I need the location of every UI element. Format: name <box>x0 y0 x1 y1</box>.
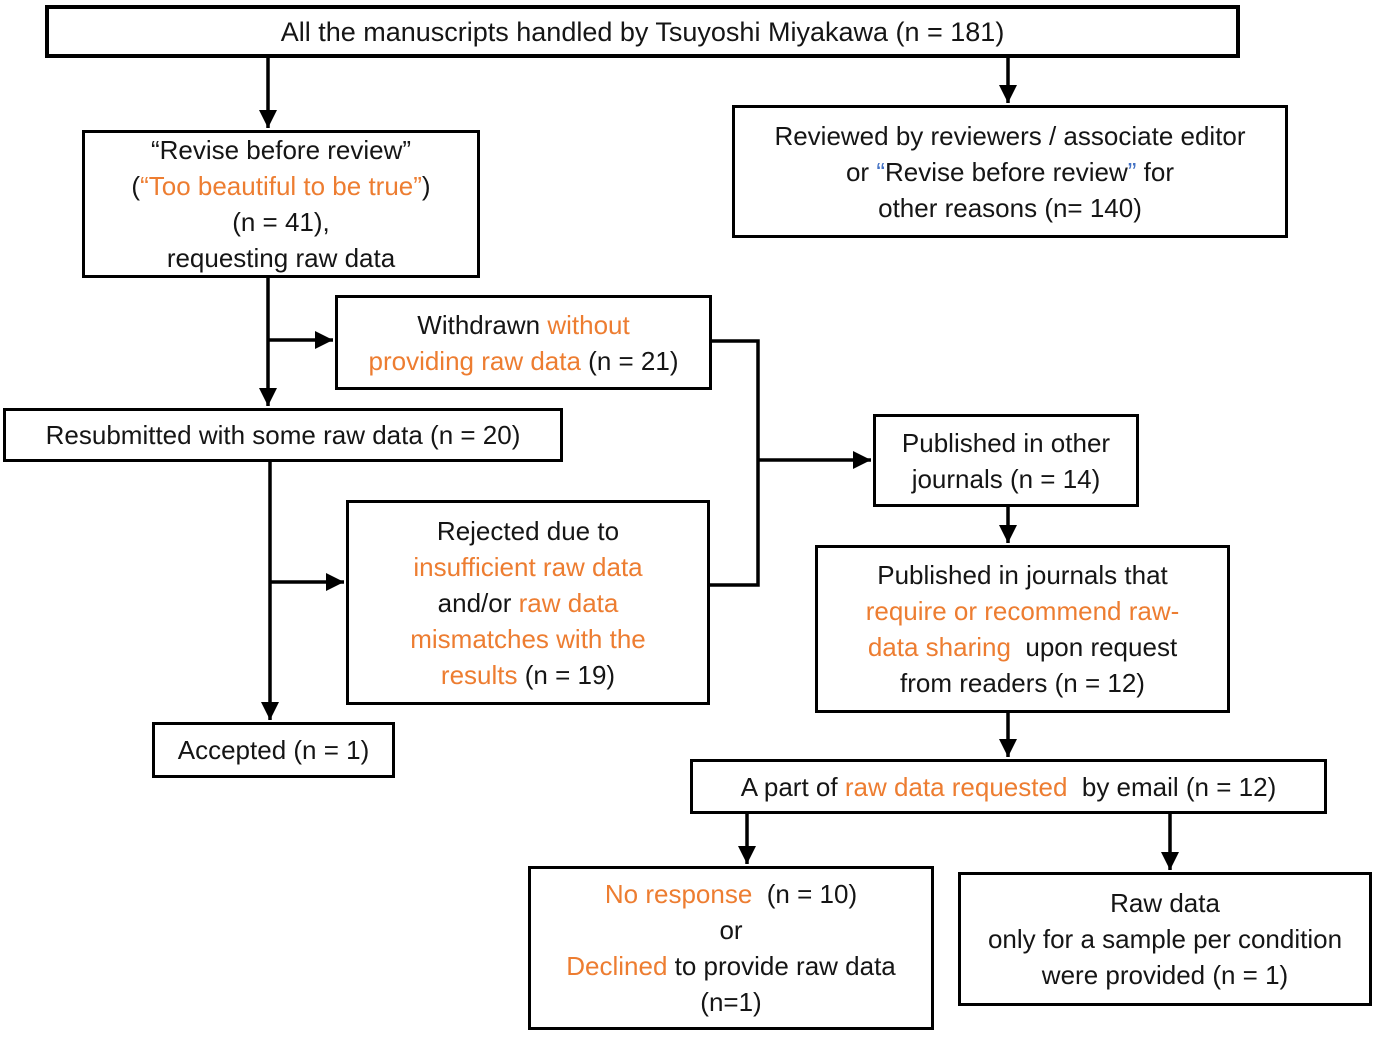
text-segment: data sharing <box>867 632 1019 662</box>
text-segment: require or recommend raw- <box>865 596 1180 626</box>
box-line: only for a sample per condition <box>988 921 1342 957</box>
text-segment: ” <box>1127 156 1137 187</box>
box-line: and/or raw data <box>438 585 619 621</box>
text-segment: Revise before review <box>884 156 1128 187</box>
box-line: or <box>719 912 742 948</box>
text-segment: (n = 10) <box>759 879 858 909</box>
text-segment: Accepted (n = 1) <box>177 735 370 765</box>
box-line: Resubmitted with some raw data (n = 20) <box>46 417 521 453</box>
box-line: or “Revise before review” for <box>846 154 1174 190</box>
text-segment: Withdrawn <box>417 309 548 340</box>
box-line: results (n = 19) <box>441 657 615 693</box>
text-segment: Rejected due to <box>436 515 620 546</box>
text-segment: No response <box>604 879 760 909</box>
text-segment: (n = 19) <box>524 659 616 690</box>
box-line: (n = 41), <box>232 204 330 240</box>
box-line: Declined to provide raw data <box>566 948 896 984</box>
text-segment: to provide raw data <box>667 951 896 981</box>
text-segment: ) <box>421 171 431 201</box>
box-line: Raw data <box>1110 885 1220 921</box>
text-segment: A part of <box>740 771 845 802</box>
edge-bus-withdrawn-rejected <box>710 339 760 587</box>
text-segment: Reviewed by reviewers / associate editor <box>774 120 1246 151</box>
node-revise-before-review: “Revise before review”(“Too beautiful to… <box>82 130 480 278</box>
text-segment: without <box>547 309 630 340</box>
text-segment: from readers (n = 12) <box>900 668 1145 698</box>
box-line: A part of raw data requested by email (n… <box>741 769 1276 805</box>
text-segment: Published in other <box>901 427 1111 458</box>
node-accepted: Accepted (n = 1) <box>152 722 395 778</box>
text-segment: or <box>845 156 877 187</box>
node-all-manuscripts: All the manuscripts handled by Tsuyoshi … <box>45 5 1240 58</box>
text-segment: providing raw data <box>368 345 589 376</box>
box-line: (n=1) <box>700 984 761 1020</box>
text-segment: Resubmitted with some raw data (n = 20) <box>45 420 521 450</box>
text-segment: results <box>440 659 525 690</box>
box-line: Published in other <box>902 425 1110 461</box>
text-segment: for <box>1136 156 1175 187</box>
text-segment: “Too beautiful to be true” <box>140 171 422 201</box>
text-segment: raw data requested <box>844 771 1075 802</box>
box-line: mismatches with the <box>410 621 646 657</box>
text-segment: mismatches with the <box>410 623 646 654</box>
box-line: Withdrawn without <box>417 307 629 343</box>
box-line: other reasons (n= 140) <box>878 190 1142 226</box>
text-segment: by email (n = 12) <box>1074 771 1277 802</box>
box-line: Rejected due to <box>437 513 619 549</box>
text-segment: requesting raw data <box>166 243 396 273</box>
text-segment: All the manuscripts handled by Tsuyoshi … <box>280 16 1005 47</box>
text-segment: upon request <box>1018 632 1178 662</box>
box-line: data sharing upon request <box>868 629 1177 665</box>
node-raw-data-requested: A part of raw data requested by email (n… <box>690 759 1327 814</box>
box-line: (“Too beautiful to be true”) <box>131 168 430 204</box>
box-line: Published in journals that <box>877 557 1168 593</box>
box-line: No response (n = 10) <box>605 876 857 912</box>
box-line: Reviewed by reviewers / associate editor <box>774 118 1245 154</box>
text-segment: other reasons (n= 140) <box>878 192 1142 223</box>
text-segment: (n=1) <box>700 987 762 1017</box>
box-line: require or recommend raw- <box>866 593 1180 629</box>
text-segment: Raw data <box>1110 888 1220 918</box>
box-line: insufficient raw data <box>413 549 642 585</box>
text-segment: only for a sample per condition <box>987 924 1343 954</box>
text-segment: Published in journals that <box>877 560 1168 590</box>
text-segment: “Revise before review” <box>150 135 412 165</box>
text-segment: (n = 21) <box>588 345 679 376</box>
text-segment: ( <box>131 171 141 201</box>
text-segment: or <box>719 915 743 945</box>
text-segment: journals (n = 14) <box>911 463 1101 494</box>
text-segment: (n = 41), <box>232 207 330 237</box>
box-line: journals (n = 14) <box>912 461 1101 497</box>
text-segment: insufficient raw data <box>413 551 643 582</box>
text-segment: raw data <box>518 587 619 618</box>
node-published-journals-sharing: Published in journals that require or rec… <box>815 545 1230 713</box>
node-resubmitted: Resubmitted with some raw data (n = 20) <box>3 408 563 462</box>
box-line: providing raw data (n = 21) <box>368 343 678 379</box>
box-line: requesting raw data <box>167 240 395 276</box>
box-line: All the manuscripts handled by Tsuyoshi … <box>281 14 1005 50</box>
node-published-other-journals: Published in other journals (n = 14) <box>873 414 1139 507</box>
box-line: were provided (n = 1) <box>1042 957 1288 993</box>
text-segment: “ <box>876 156 885 187</box>
node-reviewed-by-reviewers: Reviewed by reviewers / associate editor… <box>732 105 1288 238</box>
node-raw-data-sample: Raw data only for a sample per condition w… <box>958 872 1372 1006</box>
text-segment: were provided (n = 1) <box>1041 960 1289 990</box>
text-segment: Declined <box>566 951 668 981</box>
box-line: “Revise before review” <box>151 132 411 168</box>
box-line: from readers (n = 12) <box>900 665 1145 701</box>
text-segment: and/or <box>437 587 519 618</box>
box-line: Accepted (n = 1) <box>178 732 370 768</box>
